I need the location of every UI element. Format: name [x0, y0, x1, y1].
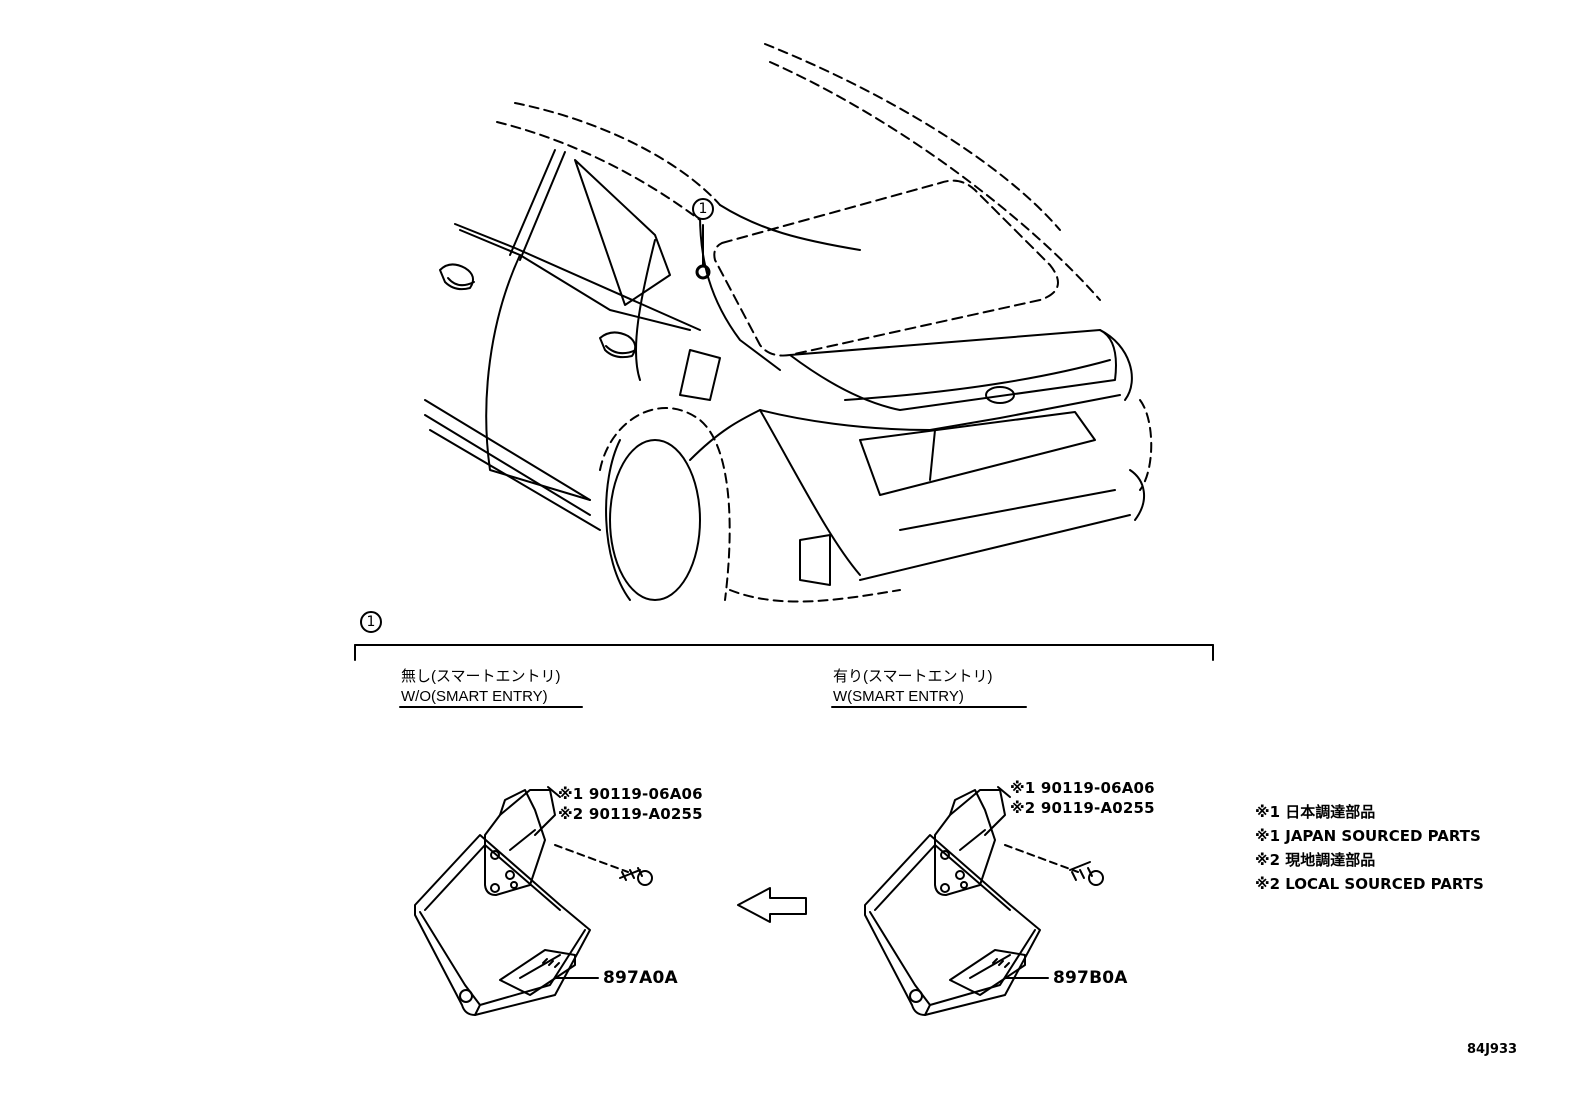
part-number-left: 897A0A	[603, 968, 678, 988]
ecu-left-drawing	[414, 786, 653, 1016]
variant-label-jp-right: 有り(スマートエントリ)	[833, 668, 993, 685]
callout-number-section: 1	[360, 611, 382, 633]
figure-code: 84J933	[1467, 1042, 1518, 1057]
variant-label-jp-left: 無し(スマートエントリ)	[401, 668, 561, 685]
note-line-3: ※2 現地調達部品	[1255, 851, 1376, 869]
ref-number-2-right: ※2 90119-A0255	[1010, 799, 1155, 817]
notes-legend: ※1 日本調達部品 ※1 JAPAN SOURCED PARTS ※2 現地調達…	[1255, 800, 1484, 896]
variant-label-en-left: W/O(SMART ENTRY)	[401, 688, 548, 705]
mount-point-marker	[695, 264, 711, 280]
part-number-right: 897B0A	[1053, 968, 1128, 988]
variant-label-en-right: W(SMART ENTRY)	[833, 688, 964, 705]
callout-number-top: 1	[692, 198, 714, 220]
replacement-arrow	[737, 887, 807, 923]
vehicle-rear-outline	[424, 43, 1153, 603]
ecu-right-drawing	[864, 786, 1104, 1016]
ref-number-1-right: ※1 90119-06A06	[1010, 779, 1155, 797]
note-line-4: ※2 LOCAL SOURCED PARTS	[1255, 875, 1484, 893]
note-line-1: ※1 日本調達部品	[1255, 803, 1376, 821]
ref-number-1-left: ※1 90119-06A06	[558, 785, 703, 803]
note-line-2: ※1 JAPAN SOURCED PARTS	[1255, 827, 1481, 845]
section-bracket	[354, 644, 1214, 661]
ref-number-2-left: ※2 90119-A0255	[558, 805, 703, 823]
